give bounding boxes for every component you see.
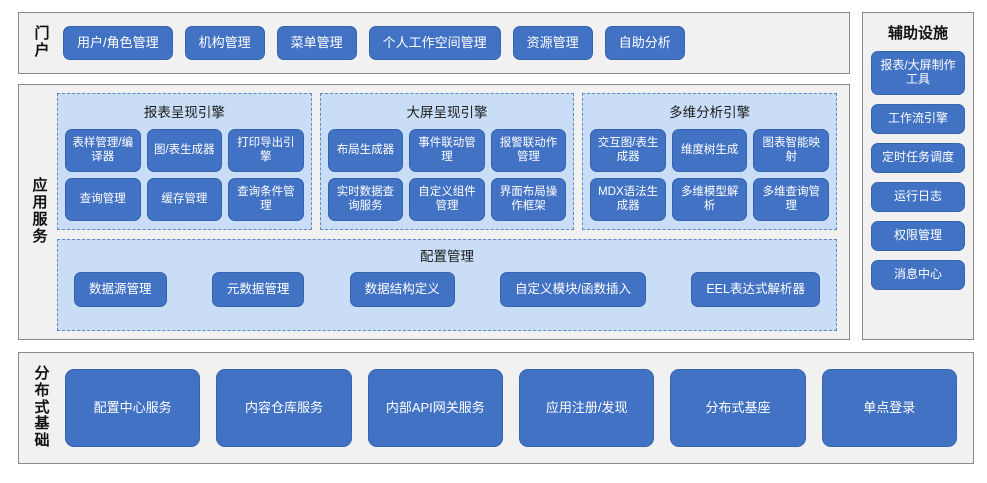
config-button-0[interactable]: 数据源管理 xyxy=(74,272,167,307)
distributed-base-label: 分布式基础 xyxy=(34,365,50,450)
distributed-button-5[interactable]: 单点登录 xyxy=(821,369,957,447)
distributed-button-0[interactable]: 配置中心服务 xyxy=(65,369,201,447)
application-services-label: 应用服务 xyxy=(32,177,48,245)
config-button-1[interactable]: 元数据管理 xyxy=(211,272,305,307)
engine-1-button-4[interactable]: 自定义组件管理 xyxy=(409,178,485,221)
engine-panel-1: 大屏呈现引擎布局生成器事件联动管理报警联动作管理实时数据查询服务自定义组件管理界… xyxy=(319,93,575,230)
portal-button-3[interactable]: 个人工作空间管理 xyxy=(368,26,501,60)
application-services-body: 报表呈现引擎表样管理/编译器图/表生成器打印导出引擎查询管理缓存管理查询条件管理… xyxy=(55,85,843,339)
portal-section-label: 门户 xyxy=(34,25,50,59)
engine-0-button-4[interactable]: 缓存管理 xyxy=(146,178,223,221)
engine-2-button-1[interactable]: 维度树生成 xyxy=(671,129,748,172)
aux-button-4[interactable]: 权限管理 xyxy=(871,221,965,251)
aux-button-1[interactable]: 工作流引擎 xyxy=(871,104,965,134)
engine-2-button-3[interactable]: MDX语法生成器 xyxy=(590,178,666,221)
engine-1-button-0[interactable]: 布局生成器 xyxy=(327,129,404,172)
engine-panel-title-0: 报表呈现引擎 xyxy=(143,105,225,120)
distributed-button-1[interactable]: 内容仓库服务 xyxy=(216,369,352,447)
engine-panel-title-1: 大屏呈现引擎 xyxy=(406,105,488,120)
engine-2-button-0[interactable]: 交互图/表生成器 xyxy=(590,129,666,172)
engine-1-button-1[interactable]: 事件联动管理 xyxy=(409,129,485,172)
engine-panel-grid-0: 表样管理/编译器图/表生成器打印导出引擎查询管理缓存管理查询条件管理 xyxy=(65,129,304,221)
config-management-title: 配置管理 xyxy=(420,249,474,264)
portal-button-5[interactable]: 自助分析 xyxy=(604,26,685,60)
engine-panel-title-2: 多维分析引擎 xyxy=(669,105,751,120)
auxiliary-facilities-button-group: 报表/大屏制作工具工作流引擎定时任务调度运行日志权限管理消息中心 xyxy=(871,51,965,290)
distributed-button-2[interactable]: 内部API网关服务 xyxy=(367,369,503,447)
aux-button-3[interactable]: 运行日志 xyxy=(871,182,965,212)
aux-button-2[interactable]: 定时任务调度 xyxy=(871,143,965,173)
engine-panel-grid-1: 布局生成器事件联动管理报警联动作管理实时数据查询服务自定义组件管理界面布局操作框… xyxy=(327,129,567,221)
engine-0-button-3[interactable]: 查询管理 xyxy=(65,178,141,221)
engine-2-button-4[interactable]: 多维模型解析 xyxy=(671,178,748,221)
aux-button-5[interactable]: 消息中心 xyxy=(871,260,965,290)
portal-button-4[interactable]: 资源管理 xyxy=(512,26,593,60)
portal-button-1[interactable]: 机构管理 xyxy=(184,26,265,60)
config-management-panel: 配置管理 数据源管理 元数据管理 数据结构定义 自定义模块/函数插入 EEL表达式解析器 xyxy=(57,239,837,331)
engine-panel-grid-2: 交互图/表生成器维度树生成图表智能映射 MDX语法生成器多维模型解析多维查询管理 xyxy=(590,129,829,221)
portal-button-2[interactable]: 菜单管理 xyxy=(276,26,357,60)
engine-panel-0: 报表呈现引擎表样管理/编译器图/表生成器打印导出引擎查询管理缓存管理查询条件管理 xyxy=(57,93,312,230)
engine-0-button-2[interactable]: 打印导出引擎 xyxy=(228,129,304,172)
portal-button-0[interactable]: 用户/角色管理 xyxy=(63,26,173,60)
engine-2-button-2[interactable]: 图表智能映射 xyxy=(753,129,829,172)
engine-0-button-1[interactable]: 图/表生成器 xyxy=(146,129,223,172)
application-services-section: 应用服务 报表呈现引擎表样管理/编译器图/表生成器打印导出引擎查询管理缓存管理查… xyxy=(18,84,850,340)
config-button-2[interactable]: 数据结构定义 xyxy=(349,272,455,307)
engine-0-button-0[interactable]: 表样管理/编译器 xyxy=(65,129,141,172)
engine-1-button-3[interactable]: 实时数据查询服务 xyxy=(327,178,404,221)
distributed-base-button-group: 配置中心服务内容仓库服务内部API网关服务应用注册/发现分布式基座单点登录 xyxy=(57,369,965,447)
config-button-3[interactable]: 自定义模块/函数插入 xyxy=(500,272,647,307)
config-button-4[interactable]: EEL表达式解析器 xyxy=(691,272,820,307)
engine-0-button-5[interactable]: 查询条件管理 xyxy=(228,178,304,221)
aux-button-0[interactable]: 报表/大屏制作工具 xyxy=(871,51,965,95)
distributed-base-section: 分布式基础 配置中心服务内容仓库服务内部API网关服务应用注册/发现分布式基座单… xyxy=(18,352,974,464)
distributed-button-4[interactable]: 分布式基座 xyxy=(670,369,806,447)
distributed-button-3[interactable]: 应用注册/发现 xyxy=(518,369,655,447)
config-management-button-group: 数据源管理 元数据管理 数据结构定义 自定义模块/函数插入 EEL表达式解析器 xyxy=(68,272,826,307)
portal-section: 门户 用户/角色管理机构管理菜单管理个人工作空间管理资源管理自助分析 xyxy=(18,12,850,74)
engine-2-button-5[interactable]: 多维查询管理 xyxy=(753,178,829,221)
engine-1-button-2[interactable]: 报警联动作管理 xyxy=(490,129,567,172)
engine-1-button-5[interactable]: 界面布局操作框架 xyxy=(490,178,567,221)
auxiliary-facilities-section: 辅助设施 报表/大屏制作工具工作流引擎定时任务调度运行日志权限管理消息中心 xyxy=(862,12,974,340)
engine-panel-2: 多维分析引擎交互图/表生成器维度树生成图表智能映射 MDX语法生成器多维模型解析多… xyxy=(582,93,838,230)
portal-button-group: 用户/角色管理机构管理菜单管理个人工作空间管理资源管理自助分析 xyxy=(57,26,841,60)
auxiliary-facilities-title: 辅助设施 xyxy=(887,25,948,42)
engine-panel-row: 报表呈现引擎表样管理/编译器图/表生成器打印导出引擎查询管理缓存管理查询条件管理… xyxy=(57,93,838,230)
